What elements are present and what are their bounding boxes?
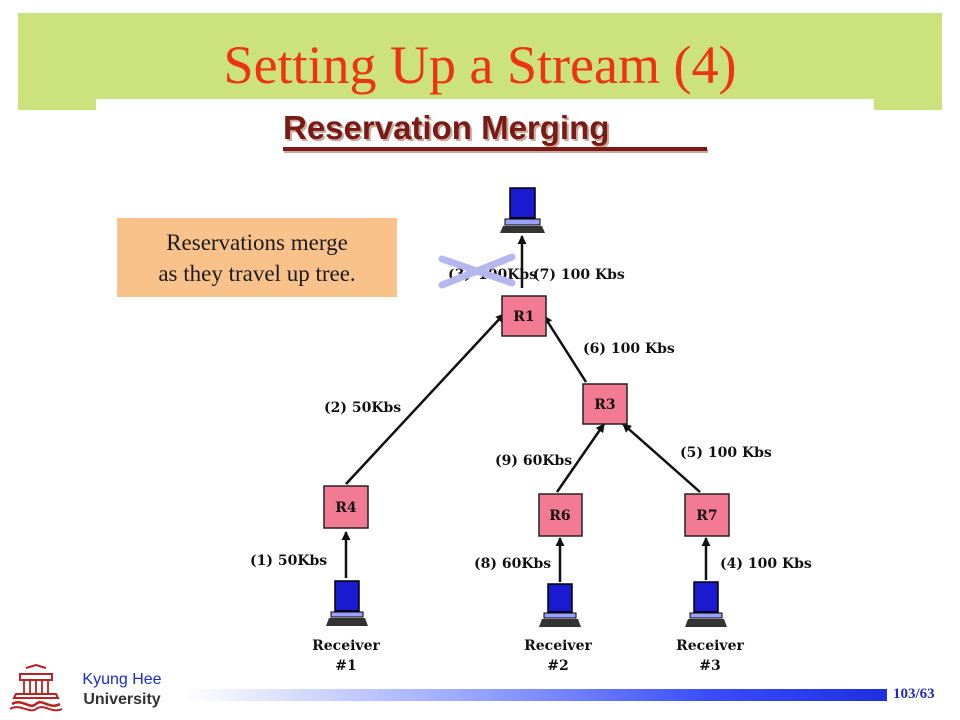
link-r3-r1-label: (6) 100 Kbs [583,341,675,357]
router-r7: R7 [684,493,730,537]
link-recv2-r6-label: (8) 60Kbs [474,556,551,572]
link-r6-r3 [555,423,606,493]
receiver-1-number: #1 [335,658,356,674]
receiver-2-number: #2 [547,658,568,674]
slide-subtitle: Reservation Merging [283,109,610,146]
router-r4-label: R4 [335,500,357,516]
sender-computer-icon [500,187,545,233]
router-r1: R1 [501,295,547,337]
receiver-2-computer-icon [539,583,581,627]
router-r4: R4 [323,485,369,529]
slide-title: Setting Up a Stream (4) [223,35,737,95]
router-r1-label: R1 [513,309,534,325]
link-r6-r3-label: (9) 60Kbs [495,453,572,469]
link-r3-r1 [542,315,588,383]
receiver-3-number: #3 [699,658,720,674]
note-line-1: Reservations merge [166,230,348,255]
link-r7-r3-label: (5) 100 Kbs [680,445,772,461]
university-name: Kyung Hee University [62,670,182,710]
link-recv1-r4-label: (1) 50Kbs [250,553,327,569]
title-bar [18,13,942,110]
footer-gradient-bar [184,689,887,701]
note-box: Reservations merge as they travel up tre… [117,218,397,297]
page-number: 103/63 [893,686,935,702]
receiver-3-label: Receiver [676,638,744,654]
receiver-1-computer-icon [326,580,368,626]
cross-out-mark [438,253,516,289]
link-r4-r1-label: (2) 50Kbs [324,400,401,416]
receiver-2-label: Receiver [524,638,592,654]
university-name-line1: Kyung Hee [82,671,162,688]
university-logo-icon [9,664,63,712]
link-r7-r3 [622,423,701,493]
university-name-line2: University [83,691,161,708]
link-r4-r1 [345,313,505,485]
router-r7-label: R7 [696,508,717,524]
subtitle-underline [283,147,707,151]
title-underbar [96,99,874,111]
link-recv3-r7-label: (4) 100 Kbs [720,556,812,572]
router-r3: R3 [582,383,628,425]
router-r3-label: R3 [594,397,615,413]
router-r6-label: R6 [549,508,570,524]
receiver-3-computer-icon [685,581,727,627]
link-r1-sender-label: (7) 100 Kbs [533,267,625,283]
note-line-2: as they travel up tree. [158,261,356,286]
receiver-1-label: Receiver [312,638,380,654]
router-r6: R6 [538,493,583,537]
